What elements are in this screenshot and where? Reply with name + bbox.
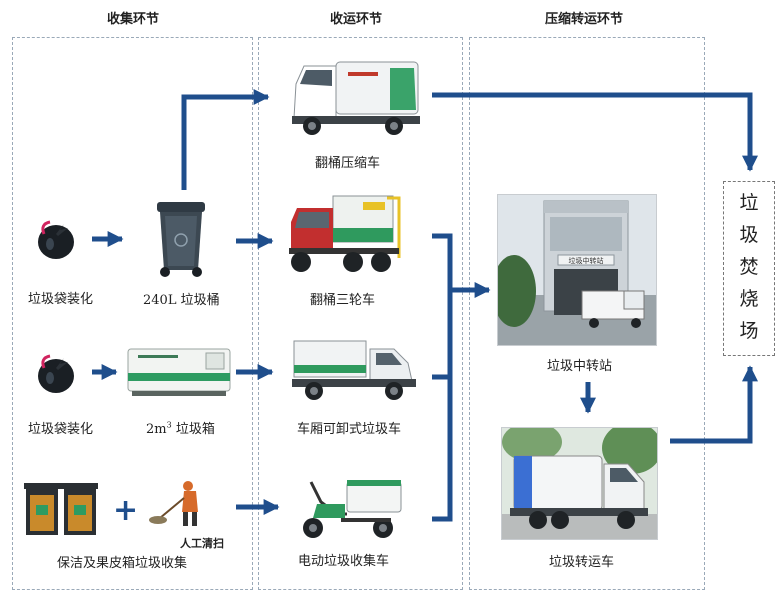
arrow-bin-to-compactor bbox=[181, 88, 270, 190]
litter-bins-icon bbox=[22, 481, 100, 541]
incineration-char: 焚 bbox=[739, 256, 759, 278]
compactor-label: 翻桶压缩车 bbox=[315, 156, 381, 171]
bagged-label-2: 垃圾袋装化 bbox=[28, 422, 94, 437]
compactor-truck-icon bbox=[290, 58, 425, 140]
bin-240-label: 240L 垃圾桶 bbox=[143, 293, 220, 308]
detachable-label: 车厢可卸式垃圾车 bbox=[297, 422, 402, 437]
container-box-icon bbox=[124, 343, 234, 401]
garbage-bag-icon bbox=[32, 212, 80, 262]
panel-transport bbox=[258, 37, 463, 590]
street-sweeper-icon bbox=[148, 478, 214, 528]
incineration-char: 垃 bbox=[739, 192, 759, 214]
station-sign-text: 垃圾中转站 bbox=[569, 256, 604, 265]
arrow-truck-to-plant bbox=[670, 365, 759, 444]
transfer-station-label: 垃圾中转站 bbox=[547, 359, 613, 374]
tricycle-label: 翻桶三轮车 bbox=[310, 293, 376, 308]
stage-title-transfer: 压缩转运环节 bbox=[545, 12, 624, 27]
public-bins-label: 保洁及果皮箱垃圾收集 bbox=[57, 556, 188, 571]
incineration-char: 场 bbox=[739, 320, 759, 342]
incineration-plant-box: 垃 圾 焚 烧 场 bbox=[723, 181, 775, 356]
incineration-char: 烧 bbox=[739, 288, 759, 310]
bagged-label-1: 垃圾袋装化 bbox=[28, 292, 94, 307]
garbage-bag-icon bbox=[32, 346, 80, 396]
transfer-truck-image bbox=[501, 427, 658, 540]
transfer-truck-label: 垃圾转运车 bbox=[549, 555, 615, 570]
panel-collection bbox=[12, 37, 253, 590]
transfer-station-image: 垃圾中转站 bbox=[497, 194, 657, 346]
box-2m3-label: 2m3 垃圾箱 bbox=[146, 420, 215, 437]
stage-title-transport: 收运环节 bbox=[330, 12, 383, 27]
manual-sweep-tag: 人工清扫 bbox=[180, 537, 224, 550]
stage-title-collection: 收集环节 bbox=[107, 12, 160, 27]
wheelie-bin-icon bbox=[153, 200, 209, 278]
arrow-compactor-to-plant bbox=[432, 92, 759, 172]
tricycle-icon bbox=[283, 188, 408, 278]
incineration-char: 圾 bbox=[739, 224, 759, 246]
electric-label: 电动垃圾收集车 bbox=[298, 554, 390, 569]
plus-icon: + bbox=[113, 493, 139, 528]
detachable-truck-icon bbox=[290, 335, 425, 407]
panel-transfer bbox=[469, 37, 705, 590]
electric-collector-icon bbox=[297, 474, 407, 544]
